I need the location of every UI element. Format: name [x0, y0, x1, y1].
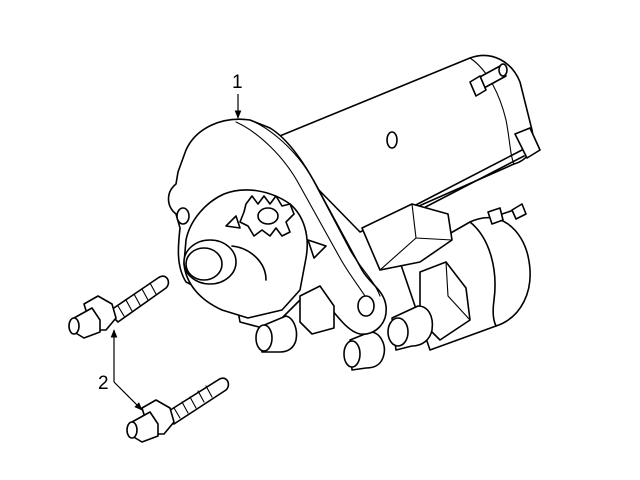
- bolt-lower: [126, 377, 230, 443]
- starter-motor-assembly: [167, 54, 541, 371]
- end-cap-stud: [469, 63, 508, 97]
- pinion-gear: [239, 195, 295, 237]
- drive-nose-housing: [183, 189, 335, 353]
- housing-hole: [386, 131, 398, 149]
- solenoid: [343, 203, 531, 371]
- motor-housing: [269, 54, 541, 233]
- callout-1-label: 1: [232, 72, 243, 93]
- callout-2-leader-lower: [113, 381, 143, 411]
- plate-bolt-hole: [357, 295, 375, 317]
- callout-2-label: 2: [98, 373, 109, 394]
- plate-ear-hole: [176, 207, 190, 225]
- callout-1: 1: [232, 72, 243, 119]
- callout-2: 2: [98, 329, 143, 411]
- bolt-upper: [68, 275, 170, 339]
